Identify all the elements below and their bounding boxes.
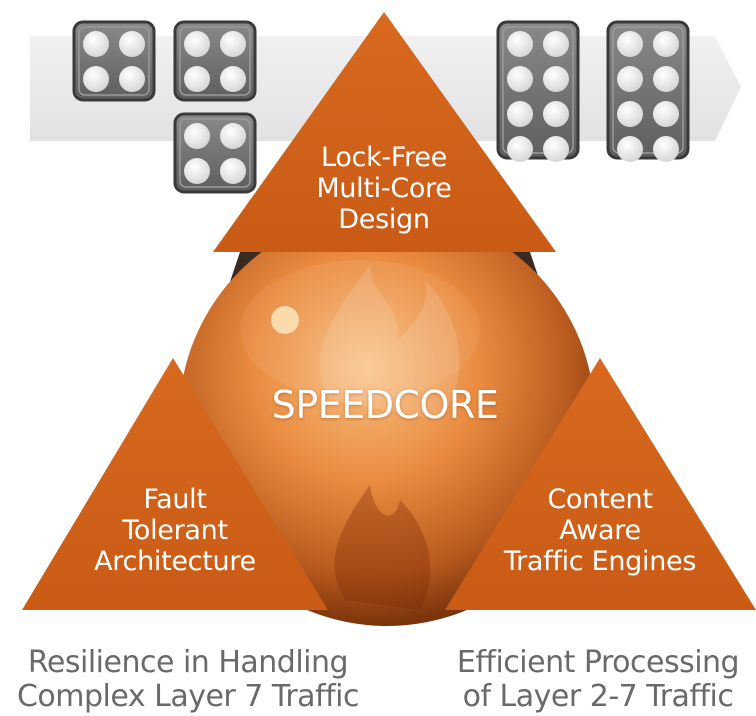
core-dot (653, 136, 679, 162)
core-block-2x2-a (72, 20, 156, 102)
sphere-gloss (240, 260, 480, 400)
flame-shape-top (320, 265, 460, 420)
core-dot (507, 66, 533, 92)
core-dot (184, 31, 210, 57)
sphere-highlight-dot (271, 306, 299, 334)
core-dot (220, 123, 246, 149)
core-block-2x2-c-inner-frame (179, 118, 251, 188)
right-triangle-line-1: Content (547, 484, 653, 515)
core-dot (617, 31, 643, 57)
core-block-2x2-a-inner-frame (78, 26, 150, 96)
core-dot (119, 66, 145, 92)
flame-shape-bottom (334, 485, 431, 610)
triangle-top (213, 12, 556, 252)
core-dot (543, 101, 569, 127)
core-block-2x2-c (173, 112, 257, 194)
core-dot (507, 101, 533, 127)
core-block-2x4-a-inner-frame (502, 26, 574, 154)
core-dot (617, 101, 643, 127)
core-dot (507, 31, 533, 57)
left-triangle-line-1: Fault (143, 484, 207, 515)
left-triangle-line-2: Tolerant (122, 515, 228, 546)
core-dot (543, 66, 569, 92)
core-dot (617, 66, 643, 92)
core-dot (617, 136, 643, 162)
speedcore-label: SPEEDCORE (271, 383, 499, 427)
core-blocks (72, 20, 690, 194)
top-triangle-line-3: Design (338, 204, 430, 235)
core-dot (184, 66, 210, 92)
triangle-left (22, 358, 328, 610)
core-dot (184, 158, 210, 184)
core-block-2x4-b-inner-frame (612, 26, 684, 154)
core-dot (220, 31, 246, 57)
left-triangle-label: Fault Tolerant Architecture (75, 484, 275, 577)
right-caption-line-2: of Layer 2-7 Traffic (462, 679, 734, 714)
core-dot (119, 31, 145, 57)
core-block-2x2-b-inner-frame (179, 26, 251, 96)
core-block-2x2-b (173, 20, 257, 102)
triangle-right (445, 358, 756, 610)
right-caption: Efficient Processing of Layer 2-7 Traffi… (440, 646, 756, 714)
top-triangle-line-2: Multi-Core (316, 173, 452, 204)
core-block-2x2-a-frame (72, 20, 156, 102)
core-dot (184, 123, 210, 149)
core-block-2x2-c-frame (173, 112, 257, 194)
core-dot (653, 66, 679, 92)
top-triangle-line-1: Lock-Free (321, 142, 447, 173)
core-dot (543, 136, 569, 162)
right-triangle-label: Content Aware Traffic Engines (480, 484, 720, 577)
core-dot (653, 101, 679, 127)
core-dot (83, 66, 109, 92)
core-dot (507, 136, 533, 162)
core-block-2x2-b-frame (173, 20, 257, 102)
core-dot (220, 66, 246, 92)
left-caption: Resilience in Handling Complex Layer 7 T… (0, 646, 376, 714)
core-dot (83, 31, 109, 57)
left-caption-line-1: Resilience in Handling (27, 645, 349, 680)
core-dot (220, 158, 246, 184)
top-triangle-label: Lock-Free Multi-Core Design (284, 142, 484, 235)
left-triangle-line-3: Architecture (94, 546, 256, 577)
right-triangle-line-3: Traffic Engines (503, 546, 697, 577)
core-dot (653, 31, 679, 57)
core-dot (543, 31, 569, 57)
right-triangle-line-2: Aware (559, 515, 641, 546)
core-block-2x4-a (496, 20, 580, 162)
left-caption-line-2: Complex Layer 7 Traffic (16, 679, 360, 714)
right-caption-line-1: Efficient Processing (456, 645, 740, 680)
core-block-2x4-b (606, 20, 690, 162)
